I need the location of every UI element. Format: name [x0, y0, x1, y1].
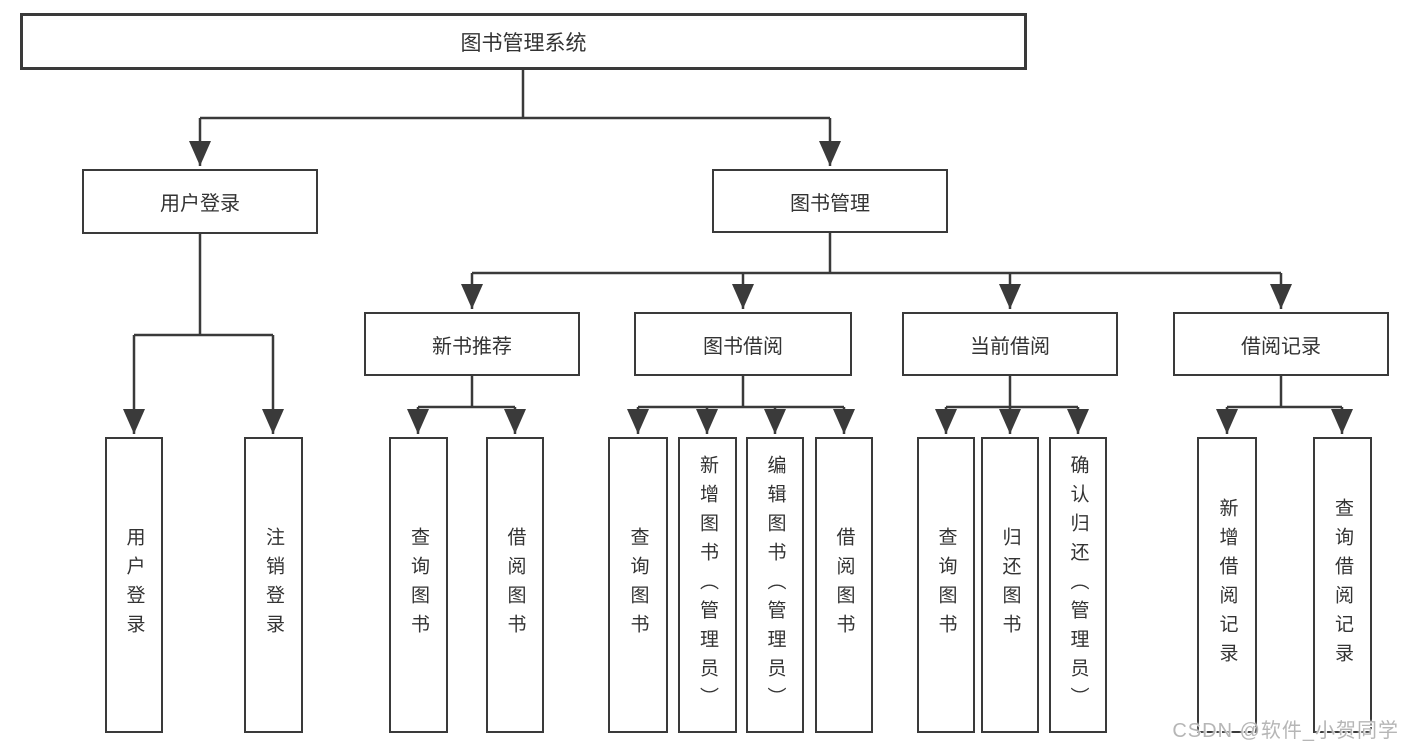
leaf-current-confirm-return-admin-label: 确认归还（管理员） — [1067, 454, 1089, 716]
leaf-recommend-borrow-books: 借阅图书 — [486, 437, 544, 733]
leaf-borrowing-query-books-label: 查询图书 — [627, 527, 649, 643]
leaf-records-add-record-label: 新增借阅记录 — [1216, 498, 1238, 672]
leaf-borrowing-borrow-books: 借阅图书 — [815, 437, 873, 733]
node-book-management-label: 图书管理 — [790, 192, 870, 215]
node-book-management: 图书管理 — [712, 169, 948, 233]
node-user-login: 用户登录 — [82, 169, 318, 234]
leaf-borrowing-add-books-admin-label: 新增图书（管理员） — [697, 454, 718, 716]
leaf-current-confirm-return-admin: 确认归还（管理员） — [1049, 437, 1107, 733]
leaf-borrowing-edit-books-admin: 编辑图书（管理员） — [746, 437, 804, 733]
node-book-borrowing: 图书借阅 — [634, 312, 852, 376]
node-borrow-records: 借阅记录 — [1173, 312, 1389, 376]
node-current-borrowing-label: 当前借阅 — [970, 335, 1050, 358]
leaf-borrowing-query-books: 查询图书 — [608, 437, 668, 733]
node-current-borrowing: 当前借阅 — [902, 312, 1118, 376]
leaf-recommend-borrow-books-label: 借阅图书 — [504, 527, 526, 643]
leaf-current-query-books-label: 查询图书 — [935, 527, 957, 643]
leaf-user-login: 用户登录 — [105, 437, 163, 733]
csdn-watermark: CSDN @软件_小贺同学 — [1172, 720, 1399, 742]
leaf-records-query-record: 查询借阅记录 — [1313, 437, 1372, 733]
leaf-records-add-record: 新增借阅记录 — [1197, 437, 1257, 733]
node-borrow-records-label: 借阅记录 — [1241, 335, 1321, 358]
leaf-records-query-record-label: 查询借阅记录 — [1332, 498, 1353, 672]
leaf-recommend-query-books: 查询图书 — [389, 437, 448, 733]
leaf-current-query-books: 查询图书 — [917, 437, 975, 733]
leaf-current-return-books-label: 归还图书 — [999, 527, 1021, 643]
leaf-user-login-label: 用户登录 — [123, 527, 145, 643]
leaf-borrowing-add-books-admin: 新增图书（管理员） — [678, 437, 737, 733]
node-user-login-label: 用户登录 — [160, 193, 240, 215]
node-root-system: 图书管理系统 — [20, 13, 1027, 70]
leaf-logout: 注销登录 — [244, 437, 303, 733]
node-new-book-recommend-label: 新书推荐 — [432, 335, 512, 358]
leaf-borrowing-edit-books-admin-label: 编辑图书（管理员） — [764, 454, 786, 716]
leaf-current-return-books: 归还图书 — [981, 437, 1039, 733]
leaf-borrowing-borrow-books-label: 借阅图书 — [833, 527, 855, 643]
leaf-recommend-query-books-label: 查询图书 — [408, 527, 429, 643]
node-new-book-recommend: 新书推荐 — [364, 312, 580, 376]
node-book-borrowing-label: 图书借阅 — [703, 335, 783, 358]
node-root-label: 图书管理系统 — [460, 31, 587, 55]
leaf-logout-label: 注销登录 — [263, 527, 284, 643]
